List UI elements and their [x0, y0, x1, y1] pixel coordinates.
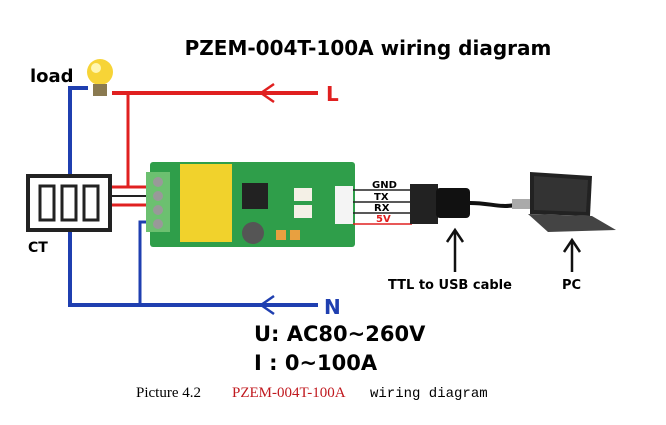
pin-gnd: GND [372, 180, 397, 191]
pzem-board [146, 162, 355, 247]
pin-5v: 5V [376, 214, 391, 225]
pointer-arrows [445, 227, 582, 272]
serial-wires [353, 189, 412, 225]
caption-model: PZEM-004T-100A [232, 385, 346, 401]
caption-prefix: Picture 4.2 [136, 385, 201, 401]
pin-rx: RX [374, 203, 390, 214]
neutral-label: N [324, 295, 341, 319]
caption-suffix: wiring diagram [370, 386, 488, 402]
bulb-icon [87, 59, 113, 96]
diagram-title: PZEM-004T-100A wiring diagram [185, 36, 552, 60]
caption: Picture 4.2 PZEM-004T-100A wiring diagra… [136, 385, 488, 402]
ttl-label: TTL to USB cable [388, 278, 512, 293]
live-wire [110, 82, 318, 207]
ct-sensor [26, 174, 112, 232]
line-label: L [326, 82, 339, 106]
current-spec: I : 0~100A [254, 351, 378, 375]
pc-label: PC [562, 278, 581, 293]
voltage-spec: U: AC80~260V [254, 322, 426, 346]
usb-ttl-adapter [410, 184, 530, 224]
load-label: load [30, 66, 74, 87]
pin-tx: TX [374, 192, 389, 203]
ct-label: CT [28, 240, 48, 256]
laptop-icon [528, 172, 616, 232]
